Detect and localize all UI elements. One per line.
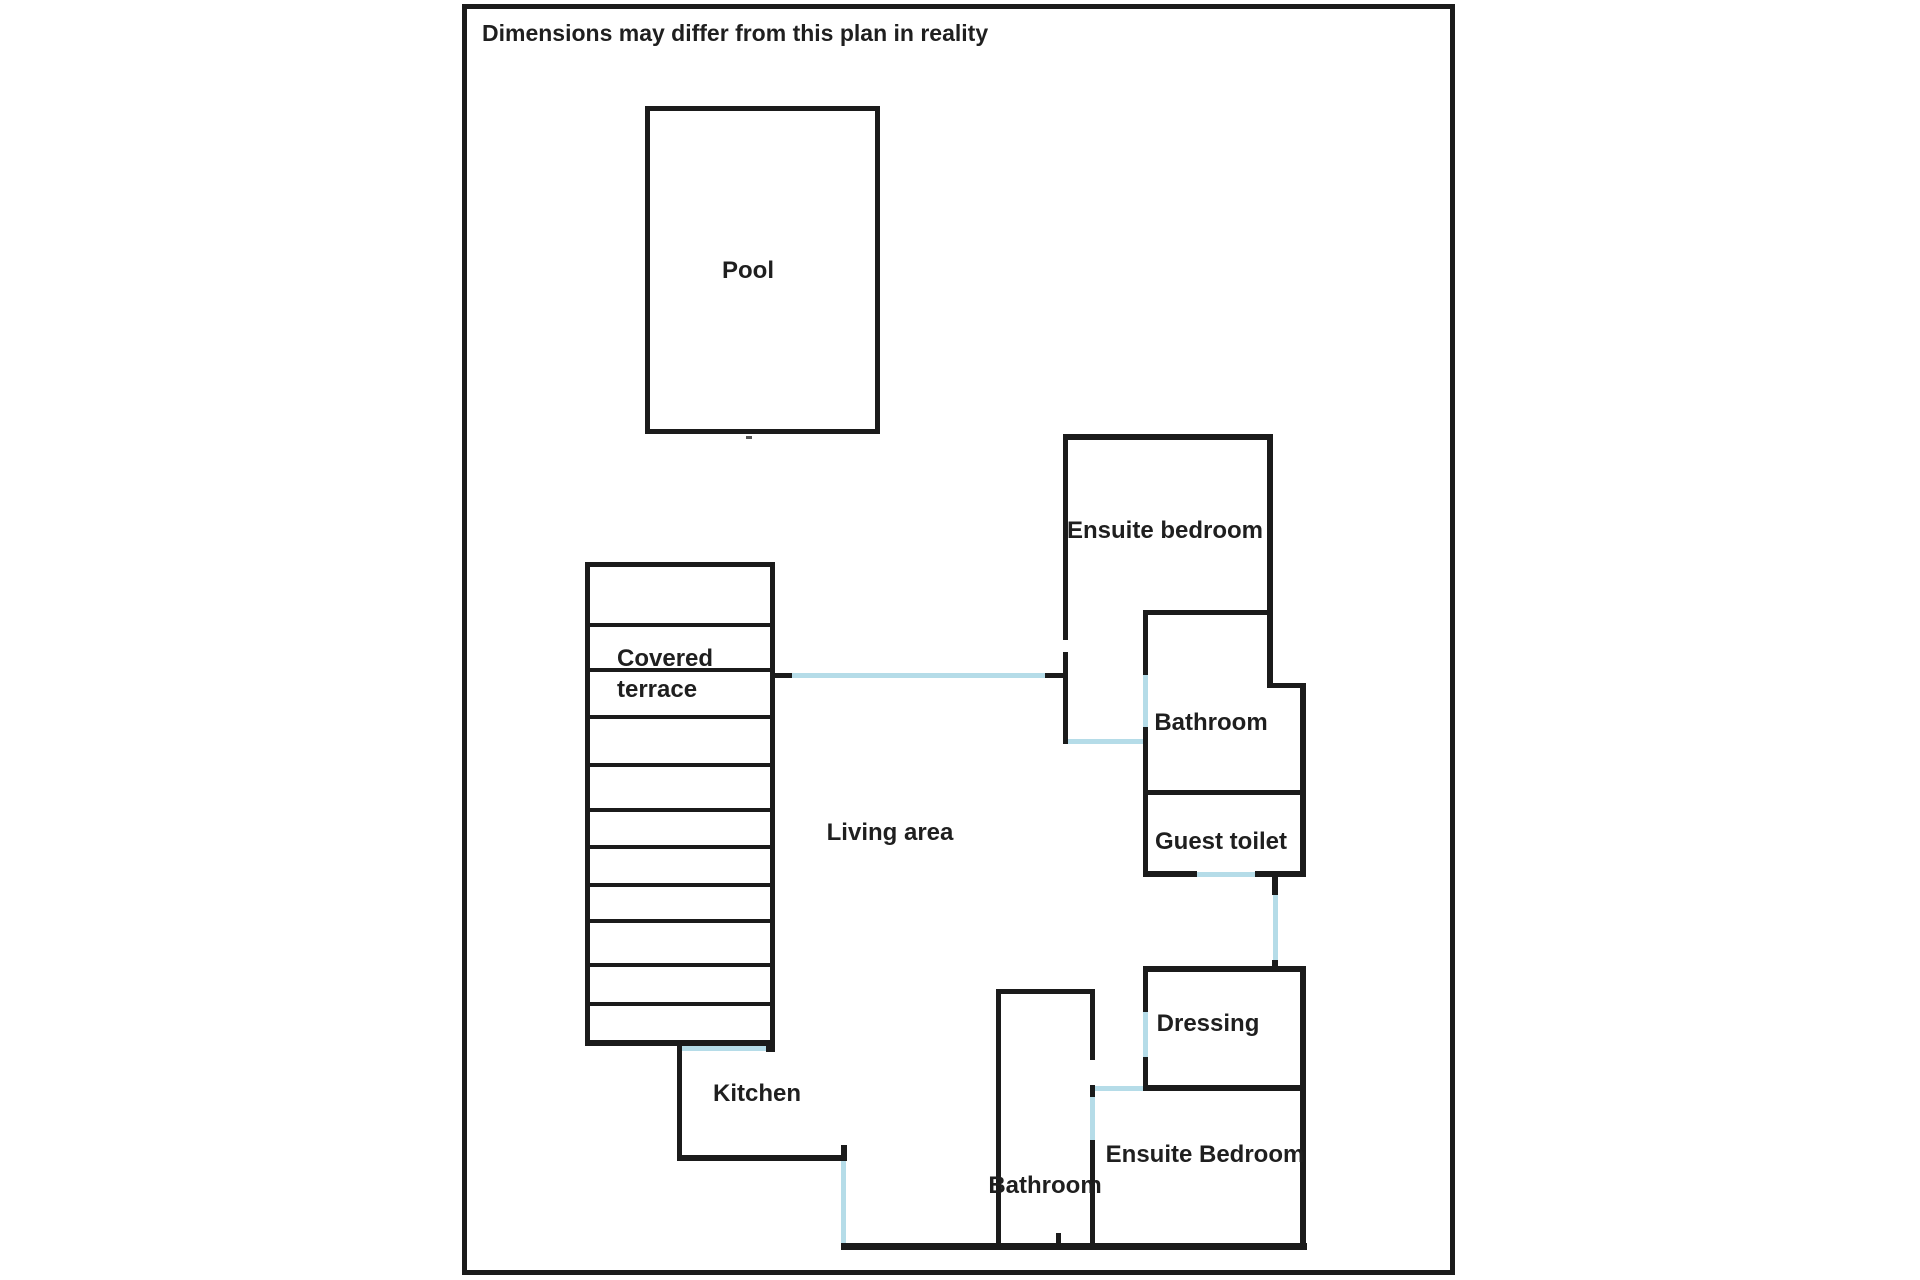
terrace-slat (590, 919, 770, 923)
bathroom-bottom-wall-right (1090, 989, 1095, 1060)
ensuite-top-label: Ensuite bedroom (1066, 517, 1264, 544)
terrace-slat (590, 763, 770, 767)
bathroom-bottom-wall-right (1090, 1140, 1095, 1250)
terrace-slat (590, 623, 770, 627)
terrace-kitchen-door (682, 1046, 768, 1051)
terrace-wall-left (585, 562, 590, 1046)
dressing-door (1143, 1012, 1148, 1057)
dressing-wall-bottom (1143, 1085, 1306, 1091)
plot-border (462, 4, 1455, 1275)
bathroom-bottom-label: Bathroom (988, 1172, 1102, 1199)
dressing-label: Dressing (1156, 1010, 1260, 1037)
terrace-slat (590, 668, 770, 672)
terrace-slat (590, 845, 770, 849)
bathroom-bottom-door (1090, 1097, 1095, 1140)
wall-stub (1056, 1233, 1061, 1243)
dressing-wall-left (1143, 1057, 1148, 1087)
terrace-slat (590, 1002, 770, 1006)
ensuite-top-wall-top (1063, 434, 1273, 440)
terrace-slat (590, 808, 770, 812)
terrace-wall-top (585, 562, 775, 567)
guest-toilet-wall-bottom (1143, 871, 1197, 877)
ensuite-top-wall-left (1063, 652, 1068, 744)
terrace-wall-right (770, 562, 775, 1046)
wall-stub (766, 1046, 775, 1052)
ensuite-top-door (1068, 739, 1143, 744)
wall-stub (770, 673, 792, 678)
guest-toilet-label: Guest toilet (1154, 828, 1288, 855)
wall-stub (1045, 673, 1063, 678)
terrace-wall-bottom (585, 1040, 775, 1046)
wall-stub (841, 1145, 847, 1157)
ensuite-top-wall-right (1267, 434, 1273, 688)
disclaimer-text: Dimensions may differ from this plan in … (482, 20, 989, 46)
kitchen-wall-bottom (677, 1155, 847, 1161)
bathroom-top-wall-top (1143, 610, 1273, 615)
living-area-glass-door (792, 673, 1045, 678)
outer-wall-right (1300, 966, 1306, 1249)
living-area-label: Living area (826, 819, 954, 846)
wall-stub (1272, 960, 1278, 970)
bathroom-top-wall-left (1143, 727, 1148, 874)
ensuite-bottom-door (1095, 1086, 1143, 1091)
ensuite-top-wall-step (1267, 683, 1306, 688)
wall-stub (1272, 871, 1278, 895)
pool-outline (645, 106, 880, 434)
guest-toilet-door (1197, 872, 1255, 877)
kitchen-wall-left (677, 1046, 682, 1161)
terrace-slat (590, 715, 770, 719)
kitchen-label: Kitchen (712, 1080, 802, 1107)
bathroom-bottom-wall-left (996, 989, 1001, 1250)
bathroom-bottom-wall-top (996, 989, 1095, 994)
ensuite-bottom-label: Ensuite Bedroom (1105, 1141, 1305, 1168)
dressing-wall-top (1143, 966, 1306, 972)
terrace-slat (590, 963, 770, 967)
terrace-label-line2: terrace (617, 676, 698, 703)
guest-toilet-wall-bottom (1255, 871, 1306, 877)
bathroom-top-door (1143, 675, 1148, 727)
bathroom-top-label: Bathroom (1154, 709, 1268, 736)
terrace-label-line1: Covered (617, 645, 714, 672)
bathroom-bottom-wall-right (1090, 1085, 1095, 1097)
dressing-wall-left (1143, 966, 1148, 1012)
hall-opening (1273, 895, 1278, 960)
kitchen-side-opening (841, 1161, 846, 1243)
outer-wall-bottom (841, 1243, 1307, 1250)
terrace-slat (590, 883, 770, 887)
pool-label: Pool (722, 257, 774, 284)
outer-wall-right (1300, 683, 1306, 875)
plan-artifact-dot (746, 436, 752, 439)
ensuite-top-wall-left (1063, 434, 1068, 640)
guest-toilet-wall-top (1143, 790, 1306, 795)
bathroom-top-wall-left (1143, 610, 1148, 675)
